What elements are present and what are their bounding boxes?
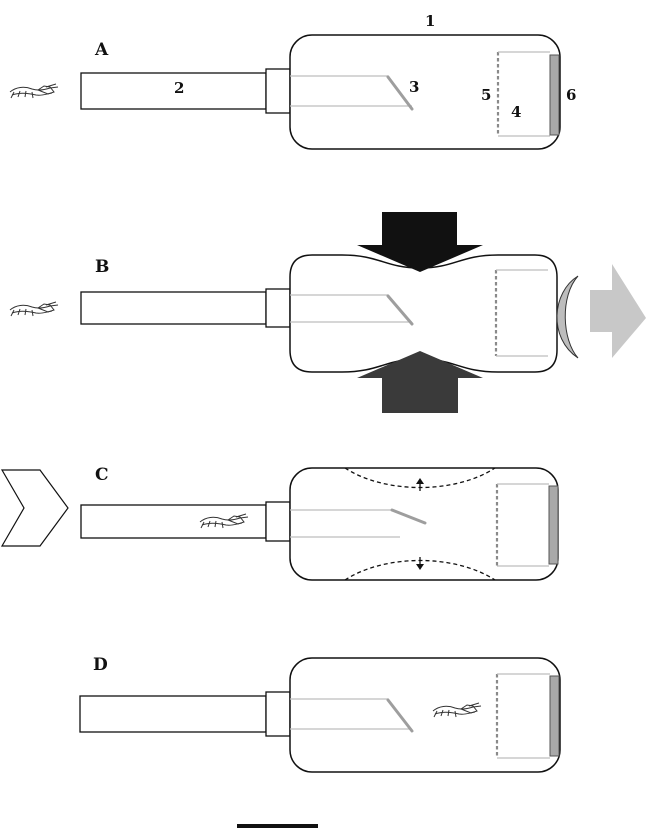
inner-tube-guide (290, 75, 412, 107)
panel-b: B (9, 212, 646, 413)
bait-chamber (497, 673, 550, 759)
bait-chamber (496, 269, 548, 357)
entrance-tube (80, 72, 267, 110)
tube-collar (265, 691, 291, 737)
bait-chamber (498, 51, 550, 137)
release-arrow-icon (590, 264, 646, 358)
trap-body (289, 34, 561, 150)
panel-c: C (0, 465, 559, 581)
panel-label-d: D (93, 655, 108, 675)
bait-chamber (497, 483, 549, 567)
panel-a: A 1 2 3 4 5 6 (9, 12, 576, 150)
expand-arrow-icon (416, 564, 424, 570)
tube-collar (265, 68, 291, 114)
inner-tube-guide (290, 698, 412, 730)
shrimp-icon (9, 83, 59, 99)
part-number-3: 3 (409, 78, 419, 96)
one-way-flap (386, 75, 414, 111)
flow-in-arrow-icon (0, 469, 69, 547)
trap-body-squeezed (289, 254, 558, 373)
scale-bar (237, 824, 318, 828)
expand-arrow-icon (416, 478, 424, 484)
panel-label-c: C (95, 465, 109, 485)
entrance-tube (79, 695, 267, 733)
panel-label-a: A (94, 40, 109, 60)
one-way-flap (386, 698, 414, 733)
part-number-2: 2 (174, 79, 184, 97)
one-way-flap (386, 294, 414, 326)
entrance-tube (80, 291, 267, 325)
panel-d: D (79, 655, 561, 773)
end-cap (549, 675, 560, 757)
press-arrow-icon (357, 351, 483, 413)
end-cap (548, 485, 559, 565)
part-number-6: 6 (566, 86, 576, 104)
trap-body (289, 657, 561, 773)
detached-end-cap (556, 275, 579, 359)
inner-tube-guide (290, 509, 400, 538)
shrimp-icon (9, 301, 59, 317)
end-cap (549, 54, 560, 136)
tube-collar (265, 501, 291, 542)
part-number-4: 4 (511, 103, 521, 121)
press-arrow-icon (357, 212, 483, 272)
panel-label-b: B (95, 257, 109, 277)
inner-tube-guide (290, 294, 412, 323)
entrance-tube (80, 504, 267, 539)
part-number-5: 5 (481, 86, 491, 104)
one-way-flap-open (390, 508, 427, 525)
part-number-1: 1 (425, 12, 435, 30)
tube-collar (265, 288, 291, 328)
